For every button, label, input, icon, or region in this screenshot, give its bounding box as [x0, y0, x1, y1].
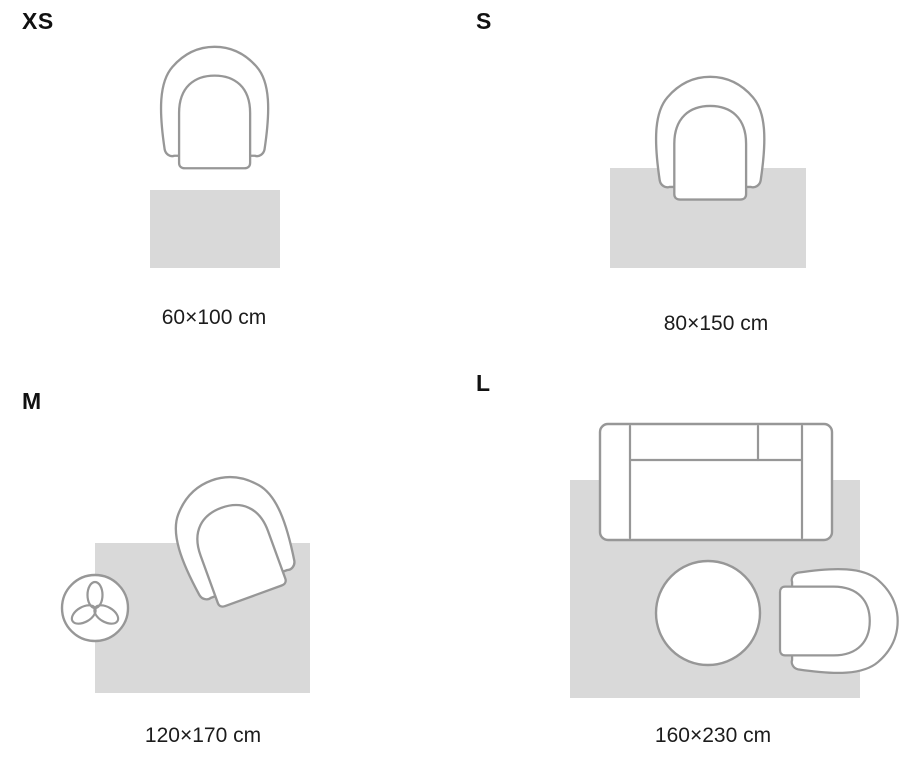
rug-xs [150, 190, 280, 268]
size-label-l: L [476, 370, 491, 396]
dimension-label-s: 80×150 cm [663, 312, 769, 335]
armchair-icon-xs [159, 45, 270, 170]
armchair-icon-s [654, 75, 766, 201]
dimension-label-xs: 60×100 cm [161, 306, 267, 329]
plant-leaves [70, 580, 120, 625]
dimension-label-l: 160×230 cm [654, 724, 772, 747]
armchair-icon-l [778, 567, 899, 675]
size-label-s: S [476, 8, 492, 34]
dimension-label-m: 120×170 cm [144, 724, 262, 747]
size-label-m: M [22, 388, 42, 414]
size-label-xs: XS [22, 8, 54, 34]
plant-icon [60, 573, 130, 643]
sofa-icon [598, 422, 834, 542]
coffee-table-icon [654, 559, 762, 667]
sofa-body [598, 422, 834, 542]
